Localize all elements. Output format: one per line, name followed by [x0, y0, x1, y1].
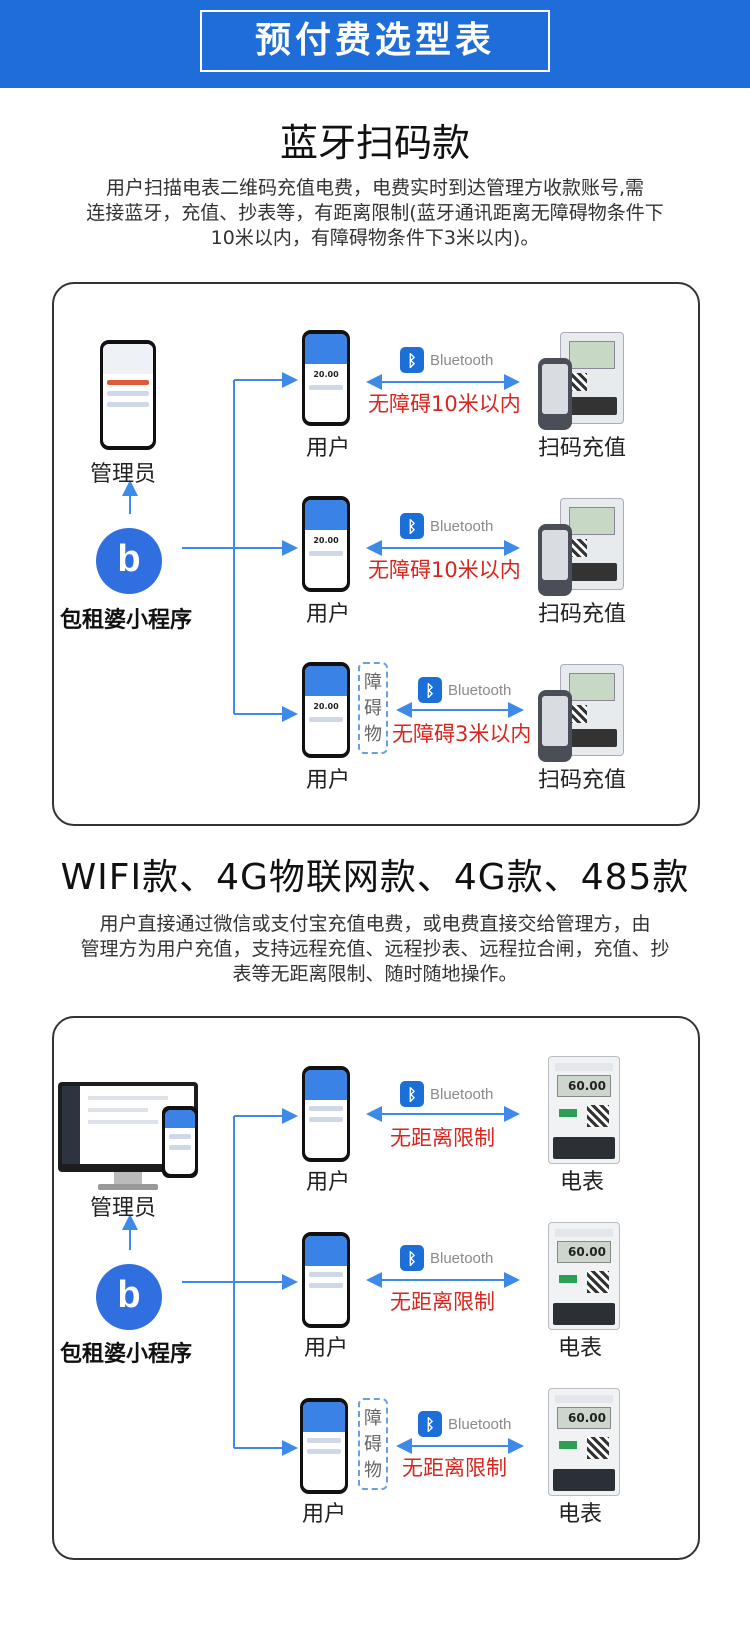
bluetooth-icon: ᛒ — [400, 1245, 424, 1271]
user-phone-icon — [302, 1066, 350, 1162]
bluetooth-icon: ᛒ — [418, 1411, 442, 1437]
device-label: 扫码充值 — [538, 768, 627, 793]
user-label: 用户 — [306, 602, 351, 627]
meter-scan-icon — [538, 664, 624, 764]
range-label: 无距离限制 — [390, 1290, 495, 1314]
bluetooth-icon: ᛒ — [400, 513, 424, 539]
logo-icon: b — [96, 528, 162, 594]
page-title: 预付费选型表 — [200, 10, 550, 72]
logo-icon: b — [96, 1264, 162, 1330]
user-label: 用户 — [304, 1336, 349, 1361]
meter-scan-icon — [538, 332, 624, 432]
admin-label: 管理员 — [90, 1196, 157, 1221]
section-1-title: 蓝牙扫码款 — [279, 121, 470, 165]
meter-icon: 60.00 — [548, 1222, 620, 1330]
connector-lines — [122, 1106, 524, 1456]
bluetooth-icon: ᛒ — [418, 677, 442, 703]
range-label: 无距离限制 — [390, 1126, 495, 1150]
barrier-box: 障碍物 — [358, 1398, 388, 1490]
meter-icon: 60.00 — [548, 1056, 620, 1164]
user-phone-icon — [300, 1398, 348, 1494]
section-1-description: 用户扫描电表二维码充值电费，电费实时到达管理方收款账号,需 连接蓝牙，充值、抄表… — [86, 177, 664, 249]
device-label: 扫码充值 — [538, 436, 627, 461]
connector-lines — [122, 372, 524, 722]
section-2-description: 用户直接通过微信或支付宝充值电费，或电费直接交给管理方，由 管理方为用户充值，支… — [80, 913, 670, 985]
range-label: 无障碍10米以内 — [368, 392, 521, 416]
user-label: 用户 — [306, 1170, 351, 1195]
range-label: 无障碍3米以内 — [392, 722, 532, 746]
device-label: 电表 — [558, 1336, 603, 1361]
section-2-title: WIFI款、4G物联网款、4G款、485款 — [60, 857, 690, 898]
user-phone-icon: 20.00 — [302, 662, 350, 758]
device-label: 扫码充值 — [538, 602, 627, 627]
bluetooth-icon: ᛒ — [400, 1081, 424, 1107]
user-phone-icon — [302, 1232, 350, 1328]
range-label: 无距离限制 — [402, 1456, 507, 1480]
user-label: 用户 — [306, 768, 351, 793]
program-label: 包租婆小程序 — [60, 608, 193, 633]
admin-label: 管理员 — [90, 462, 157, 487]
device-label: 电表 — [558, 1502, 603, 1527]
user-phone-icon: 20.00 — [302, 496, 350, 592]
meter-icon: 60.00 — [548, 1388, 620, 1496]
header-banner: 预付费选型表 — [0, 0, 750, 88]
admin-phone-icon — [100, 340, 156, 450]
user-label: 用户 — [302, 1502, 347, 1527]
program-label: 包租婆小程序 — [60, 1342, 193, 1367]
meter-scan-icon — [538, 498, 624, 598]
range-label: 无障碍10米以内 — [368, 558, 521, 582]
user-label: 用户 — [306, 436, 351, 461]
user-phone-icon: 20.00 — [302, 330, 350, 426]
bluetooth-icon: ᛒ — [400, 347, 424, 373]
admin-phone-icon — [162, 1106, 198, 1178]
barrier-box: 障碍物 — [358, 662, 388, 754]
device-label: 电表 — [560, 1170, 605, 1195]
